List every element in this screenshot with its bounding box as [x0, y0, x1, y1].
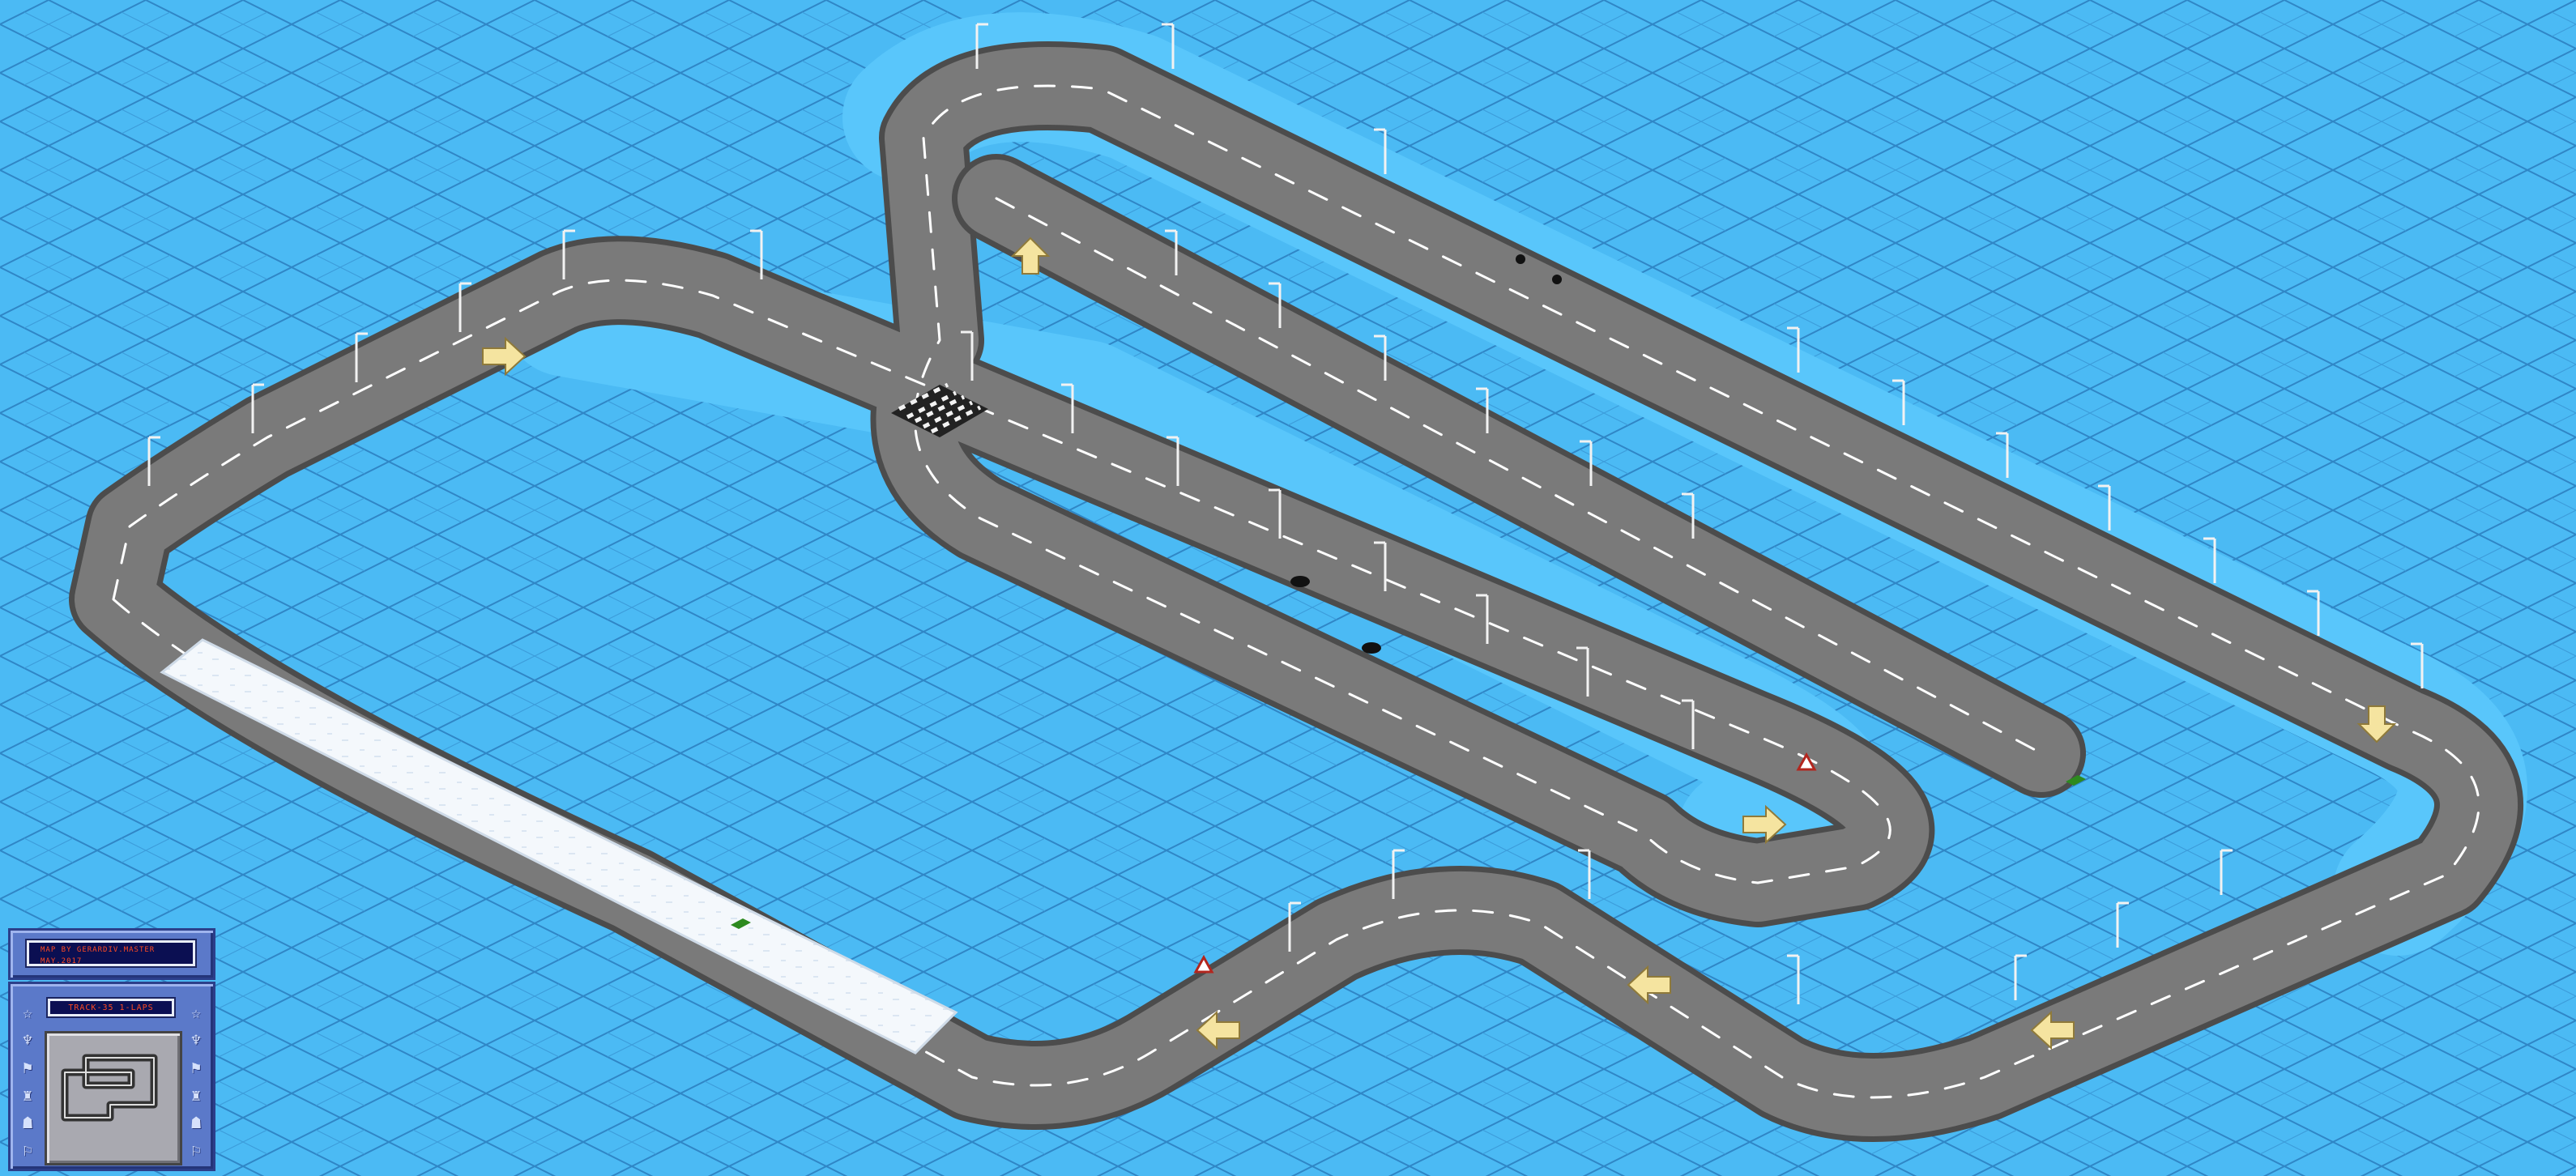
track-minimap	[61, 1054, 158, 1122]
direction-arrows	[482, 236, 2397, 1050]
trophy-icon: ♆	[22, 1030, 33, 1050]
star-icon: ☆	[22, 1003, 33, 1022]
snow-section	[160, 638, 958, 1055]
track-info-panel: TRACK-35 1-LAPS ☆ ♆ ⚑ ♜ ☗ ⚐ ☆ ♆ ⚑ ♜ ☗ ⚐	[8, 982, 215, 1171]
arrow-right-icon	[1742, 804, 1787, 845]
track-lap-label: TRACK-35 1-LAPS	[48, 999, 174, 1016]
flag-icon: ⚑	[22, 1058, 33, 1077]
arrow-down-icon	[2356, 705, 2397, 744]
boot-icon: ♜	[190, 1085, 202, 1105]
track-hazards	[731, 254, 2086, 974]
road-middle	[952, 154, 2086, 798]
arrow-left-icon	[1627, 965, 1671, 1005]
helmet-icon: ☗	[22, 1113, 33, 1132]
track-minimap-frame	[45, 1031, 182, 1165]
map-credits-panel: MAP BY GERARDIV.MASTER MAY.2017	[8, 928, 215, 980]
road-main	[69, 41, 2523, 1142]
flag-icon: ⚑	[190, 1058, 202, 1077]
map-date-text: MAY.2017	[41, 957, 83, 965]
arrow-left-icon	[1196, 1010, 1240, 1050]
map-credits-display: MAP BY GERARDIV.MASTER MAY.2017	[27, 940, 195, 966]
side-icons-right: ☆ ♆ ⚑ ♜ ☗ ⚐	[186, 999, 207, 1161]
arrow-up-icon	[1010, 236, 1051, 275]
map-author-text: MAP BY GERARDIV.MASTER	[41, 946, 156, 954]
arrow-right-icon	[482, 336, 527, 377]
arrow-left-icon	[2030, 1010, 2075, 1050]
banner-icon: ⚐	[190, 1140, 202, 1160]
side-icons-left: ☆ ♆ ⚑ ♜ ☗ ⚐	[17, 999, 38, 1161]
finish-line	[891, 382, 988, 437]
star-icon: ☆	[190, 1003, 202, 1022]
boot-icon: ♜	[22, 1085, 33, 1105]
banner-icon: ⚐	[22, 1140, 33, 1160]
lamp-posts	[147, 23, 2424, 1004]
helmet-icon: ☗	[190, 1113, 202, 1132]
trophy-icon: ♆	[190, 1030, 202, 1050]
